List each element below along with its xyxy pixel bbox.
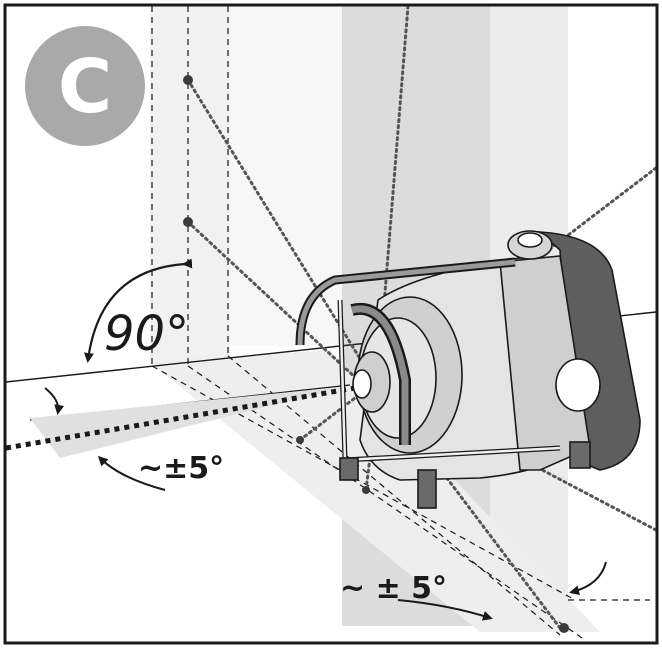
curved-arrow-icon xyxy=(569,561,607,596)
section-badge-letter: C xyxy=(58,44,112,130)
floor-fan xyxy=(150,350,600,632)
tilt-wedge xyxy=(30,386,350,458)
curved-arrow-icon xyxy=(44,387,65,415)
vertical-tilt-label: ~ ± 5° xyxy=(340,571,447,606)
curved-arrow-icon xyxy=(97,455,166,491)
curved-arrow-icon xyxy=(397,599,493,621)
horizontal-tilt-label: ~±5° xyxy=(138,451,224,486)
frame xyxy=(3,3,659,645)
section-badge xyxy=(25,26,145,146)
curved-arrow-icon xyxy=(83,258,193,363)
laser-device-icon xyxy=(295,230,641,509)
angle-90-label: 90° xyxy=(104,306,189,362)
laser-dots xyxy=(183,75,569,633)
